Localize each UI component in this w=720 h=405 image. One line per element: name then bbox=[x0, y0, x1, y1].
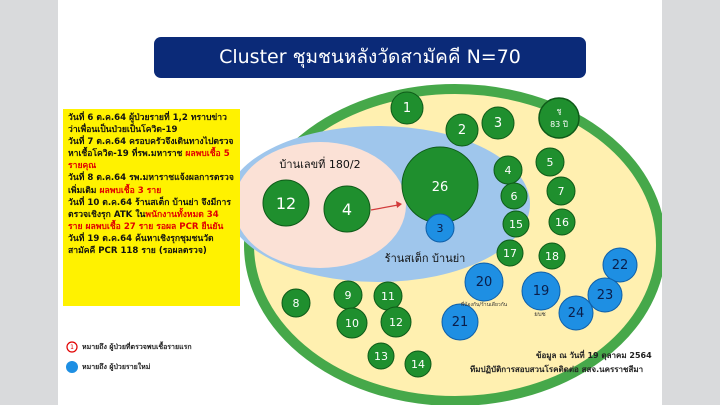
case-circle[interactable] bbox=[262, 179, 310, 227]
case-circle[interactable] bbox=[500, 182, 528, 210]
case-circle[interactable] bbox=[548, 208, 576, 236]
note-text: วันที่ 6 ต.ค.64 ผู้ป่วยรายที่ 1,2 ทราบข่… bbox=[68, 113, 227, 136]
case-number: 4 bbox=[505, 164, 512, 177]
footer-date: ข้อมูล ณ วันที่ 19 ตุลาคม 2564 bbox=[536, 351, 652, 360]
case-number: 3 bbox=[437, 222, 444, 235]
note-text: วันที่ 10 ต.ค.64 ร้านสเต็ก บ้านย่า จึงมี… bbox=[68, 197, 231, 220]
case-circle[interactable] bbox=[546, 176, 576, 206]
note-highlight: ผลพบเชื้อ 5 รายคุณ bbox=[68, 149, 230, 172]
case-circle[interactable] bbox=[587, 277, 623, 313]
case-circle[interactable] bbox=[496, 239, 524, 267]
small-label-19: ยบช bbox=[534, 311, 545, 318]
age-label-bottom: 83 ปี bbox=[550, 120, 568, 129]
case-number: 17 bbox=[503, 247, 517, 260]
case-number: 14 bbox=[411, 358, 425, 371]
case-number: 2 bbox=[458, 123, 466, 138]
page-title: Cluster ชุมชนหลังวัดสามัคคี N=70 bbox=[154, 37, 586, 78]
case-number: 6 bbox=[511, 190, 518, 203]
case-circle[interactable] bbox=[502, 210, 530, 238]
case-circle[interactable] bbox=[441, 303, 479, 341]
case-number: 19 bbox=[533, 284, 550, 299]
case-number: 7 bbox=[558, 185, 565, 198]
case-number: 5 bbox=[547, 156, 554, 169]
note-text: วันที่ 7 ต.ค.64 ครอบครัวจึงเดินทางไปตรวจ… bbox=[68, 137, 234, 160]
case-circle[interactable] bbox=[390, 91, 424, 125]
case-number: 12 bbox=[389, 316, 403, 329]
case-circle[interactable] bbox=[404, 350, 432, 378]
legend-initial-marker bbox=[66, 341, 78, 353]
case-circle-age[interactable] bbox=[538, 97, 580, 139]
case-circle[interactable] bbox=[481, 106, 515, 140]
note-item: วันที่ 19 ต.ค.64 ค้นหาเชิงรุกชุมชนวัดสาม… bbox=[68, 233, 235, 257]
case-circle[interactable] bbox=[336, 307, 368, 339]
case-number: 10 bbox=[345, 317, 359, 330]
note-highlight: พนักงานทั้งหมด 34 ราย ผลพบเชื้อ 27 ราย ร… bbox=[68, 209, 224, 232]
timeline-notes: วันที่ 6 ต.ค.64 ผู้ป่วยรายที่ 1,2 ทราบข่… bbox=[63, 109, 240, 306]
case-number: 8 bbox=[293, 297, 300, 310]
case-number: 16 bbox=[555, 216, 569, 229]
case-circle[interactable] bbox=[602, 247, 638, 283]
age-label-top: ชู bbox=[557, 107, 562, 115]
case-circle[interactable] bbox=[323, 185, 371, 233]
cluster-diagram: บ้านเลขที่ 180/2 ร้านสเต็ก บ้านย่า ชู 83… bbox=[66, 84, 662, 405]
case-number: 13 bbox=[374, 350, 388, 363]
case-number: 3 bbox=[494, 116, 502, 131]
case-number: 21 bbox=[452, 315, 469, 330]
small-label-20: พี่น้องกัน/ร้านเดียวกัน bbox=[461, 301, 508, 308]
case-number: 4 bbox=[342, 200, 352, 219]
house-label: บ้านเลขที่ 180/2 bbox=[279, 156, 360, 171]
case-number: 23 bbox=[597, 288, 614, 303]
case-number: 26 bbox=[432, 180, 449, 195]
case-circle[interactable] bbox=[281, 288, 311, 318]
transmission-arrow bbox=[370, 204, 399, 211]
case-number: 24 bbox=[568, 306, 585, 321]
case-number: 20 bbox=[476, 275, 493, 290]
case-circle[interactable] bbox=[558, 295, 594, 331]
case-number: 1 bbox=[403, 101, 411, 116]
footer-team: ทีมปฏิบัติการสอบสวนโรคติดต่อ สสจ.นครราชส… bbox=[470, 365, 644, 374]
case-number: 11 bbox=[381, 290, 395, 303]
case-circle[interactable] bbox=[380, 306, 412, 338]
case-number: 9 bbox=[345, 289, 352, 302]
case-circle[interactable] bbox=[538, 242, 566, 270]
note-item: วันที่ 8 ต.ค.64 รพ.มหาราชแจ้งผลการตรวจเพ… bbox=[68, 172, 235, 196]
case-circle[interactable] bbox=[535, 147, 565, 177]
case-circle[interactable] bbox=[425, 213, 455, 243]
slide: บ้านเลขที่ 180/2 ร้านสเต็ก บ้านย่า ชู 83… bbox=[58, 0, 662, 405]
case-circle[interactable] bbox=[521, 271, 561, 311]
case-number: 15 bbox=[509, 218, 523, 231]
note-item: วันที่ 7 ต.ค.64 ครอบครัวจึงเดินทางไปตรวจ… bbox=[68, 136, 235, 172]
legend-initial-label: หมายถึง ผู้ป่วยที่ตรวจพบเชื้อรายแรก bbox=[82, 343, 192, 351]
case-number: 22 bbox=[612, 258, 629, 273]
legend-initial-marker-number: 1 bbox=[70, 344, 74, 351]
note-item: วันที่ 10 ต.ค.64 ร้านสเต็ก บ้านย่า จึงมี… bbox=[68, 197, 235, 233]
case-number: 18 bbox=[545, 250, 559, 263]
note-highlight: ผลพบเชื้อ 3 ราย bbox=[99, 185, 162, 196]
note-text: วันที่ 19 ต.ค.64 ค้นหาเชิงรุกชุมชนวัดสาม… bbox=[68, 233, 214, 257]
legend-new-marker bbox=[66, 361, 78, 373]
case-number: 12 bbox=[276, 194, 296, 213]
case-circle[interactable] bbox=[445, 113, 479, 147]
note-text: วันที่ 8 ต.ค.64 รพ.มหาราชแจ้งผลการตรวจเพ… bbox=[68, 173, 234, 196]
note-item: วันที่ 6 ต.ค.64 ผู้ป่วยรายที่ 1,2 ทราบข่… bbox=[68, 112, 235, 136]
case-circle[interactable] bbox=[367, 342, 395, 370]
legend-new-label: หมายถึง ผู้ป่วยรายใหม่ bbox=[82, 363, 151, 371]
transmission-arrowhead bbox=[396, 201, 402, 208]
case-circle[interactable] bbox=[464, 262, 504, 302]
restaurant-label: ร้านสเต็ก บ้านย่า bbox=[385, 251, 466, 265]
house-area bbox=[234, 142, 406, 268]
